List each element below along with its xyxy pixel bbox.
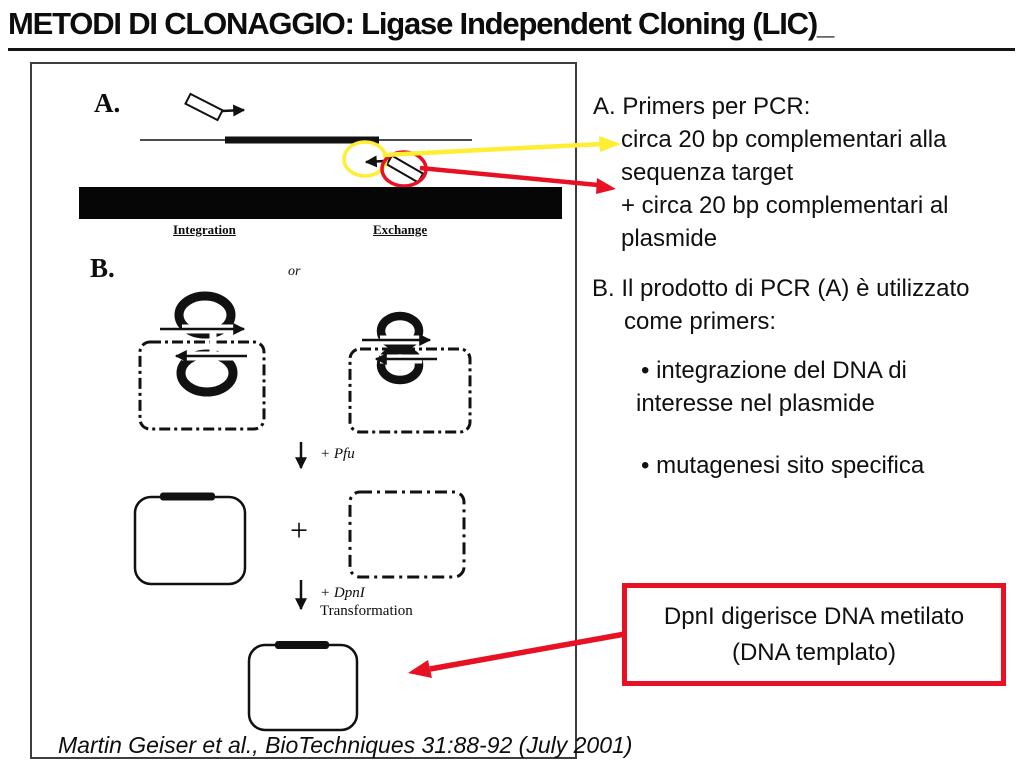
reverse-primer-icon — [385, 154, 425, 184]
note-b-bullet1-line1: • integrazione del DNA di — [641, 357, 907, 384]
lic-figure-panel: A. Integration Exchange B. or + Pfu + + … — [30, 62, 632, 759]
or-label: or — [288, 264, 301, 279]
template-plasmid-dashed-left — [138, 340, 266, 431]
template-plasmid-dashed-right — [348, 347, 472, 434]
dpni-label: + DpnI — [320, 585, 365, 601]
red-highlight-circle — [380, 150, 428, 188]
insert-segment — [160, 492, 215, 501]
megaprimer-ring-top-right — [376, 311, 424, 351]
note-a-heading: A. Primers per PCR: — [593, 93, 811, 120]
pfu-label: + Pfu — [320, 446, 355, 462]
forward-primer-arrow — [221, 104, 246, 117]
note-b-heading1: B. Il prodotto di PCR (A) è utilizzato — [592, 275, 970, 302]
note-b-bullet1-line2: interesse nel plasmide — [636, 390, 875, 417]
section-b-label: B. — [90, 253, 115, 283]
integration-label: Integration — [173, 222, 236, 237]
note-a-line3: + circa 20 bp complementari al — [621, 192, 949, 219]
note-b-bullet2: • mutagenesi sito specifica — [641, 452, 925, 479]
exchange-label: Exchange — [373, 222, 428, 237]
new-plasmid-with-insert — [133, 495, 247, 586]
red-connector-arrowhead — [596, 178, 616, 194]
callout-line2: (DNA templato) — [731, 638, 897, 666]
callout-line1: DpnI digerisce DNA metilato — [663, 602, 965, 630]
dpni-callout-box: DpnI digerisce DNA metilato (DNA templat… — [622, 583, 1006, 686]
final-insert-segment — [275, 641, 329, 649]
lic-diagram — [79, 92, 562, 732]
final-plasmid — [247, 643, 359, 732]
megaprimer-ring-inner-left — [176, 349, 238, 397]
note-a-line4: plasmide — [621, 225, 718, 252]
megaprimer-ring-top-left — [174, 291, 236, 339]
yellow-highlight-circle — [342, 140, 388, 178]
yellow-connector-arrowhead — [599, 136, 621, 152]
megaprimer-ring-bottom-right — [376, 345, 424, 385]
reverse-primer-arrow — [364, 155, 385, 168]
black-divider-bar — [79, 187, 562, 219]
slide-title: METODI DI CLONAGGIO: Ligase Independent … — [8, 6, 834, 41]
note-a-line1: circa 20 bp complementari alla — [621, 126, 947, 153]
section-a-label: A. — [94, 88, 121, 118]
slide-title-underline: METODI DI CLONAGGIO: Ligase Independent … — [8, 6, 1015, 51]
citation-text: Martin Geiser et al., BioTechniques 31:8… — [58, 732, 633, 758]
transformation-label: Transformation — [320, 603, 413, 619]
note-b-heading2: come primers: — [624, 308, 777, 335]
target-gene-segment — [225, 136, 379, 144]
template-plasmid-dashed-mid — [348, 490, 466, 579]
note-a-line2: sequenza target — [621, 159, 794, 186]
plus-sign-label: + — [290, 512, 309, 548]
forward-primer-icon — [184, 92, 224, 122]
